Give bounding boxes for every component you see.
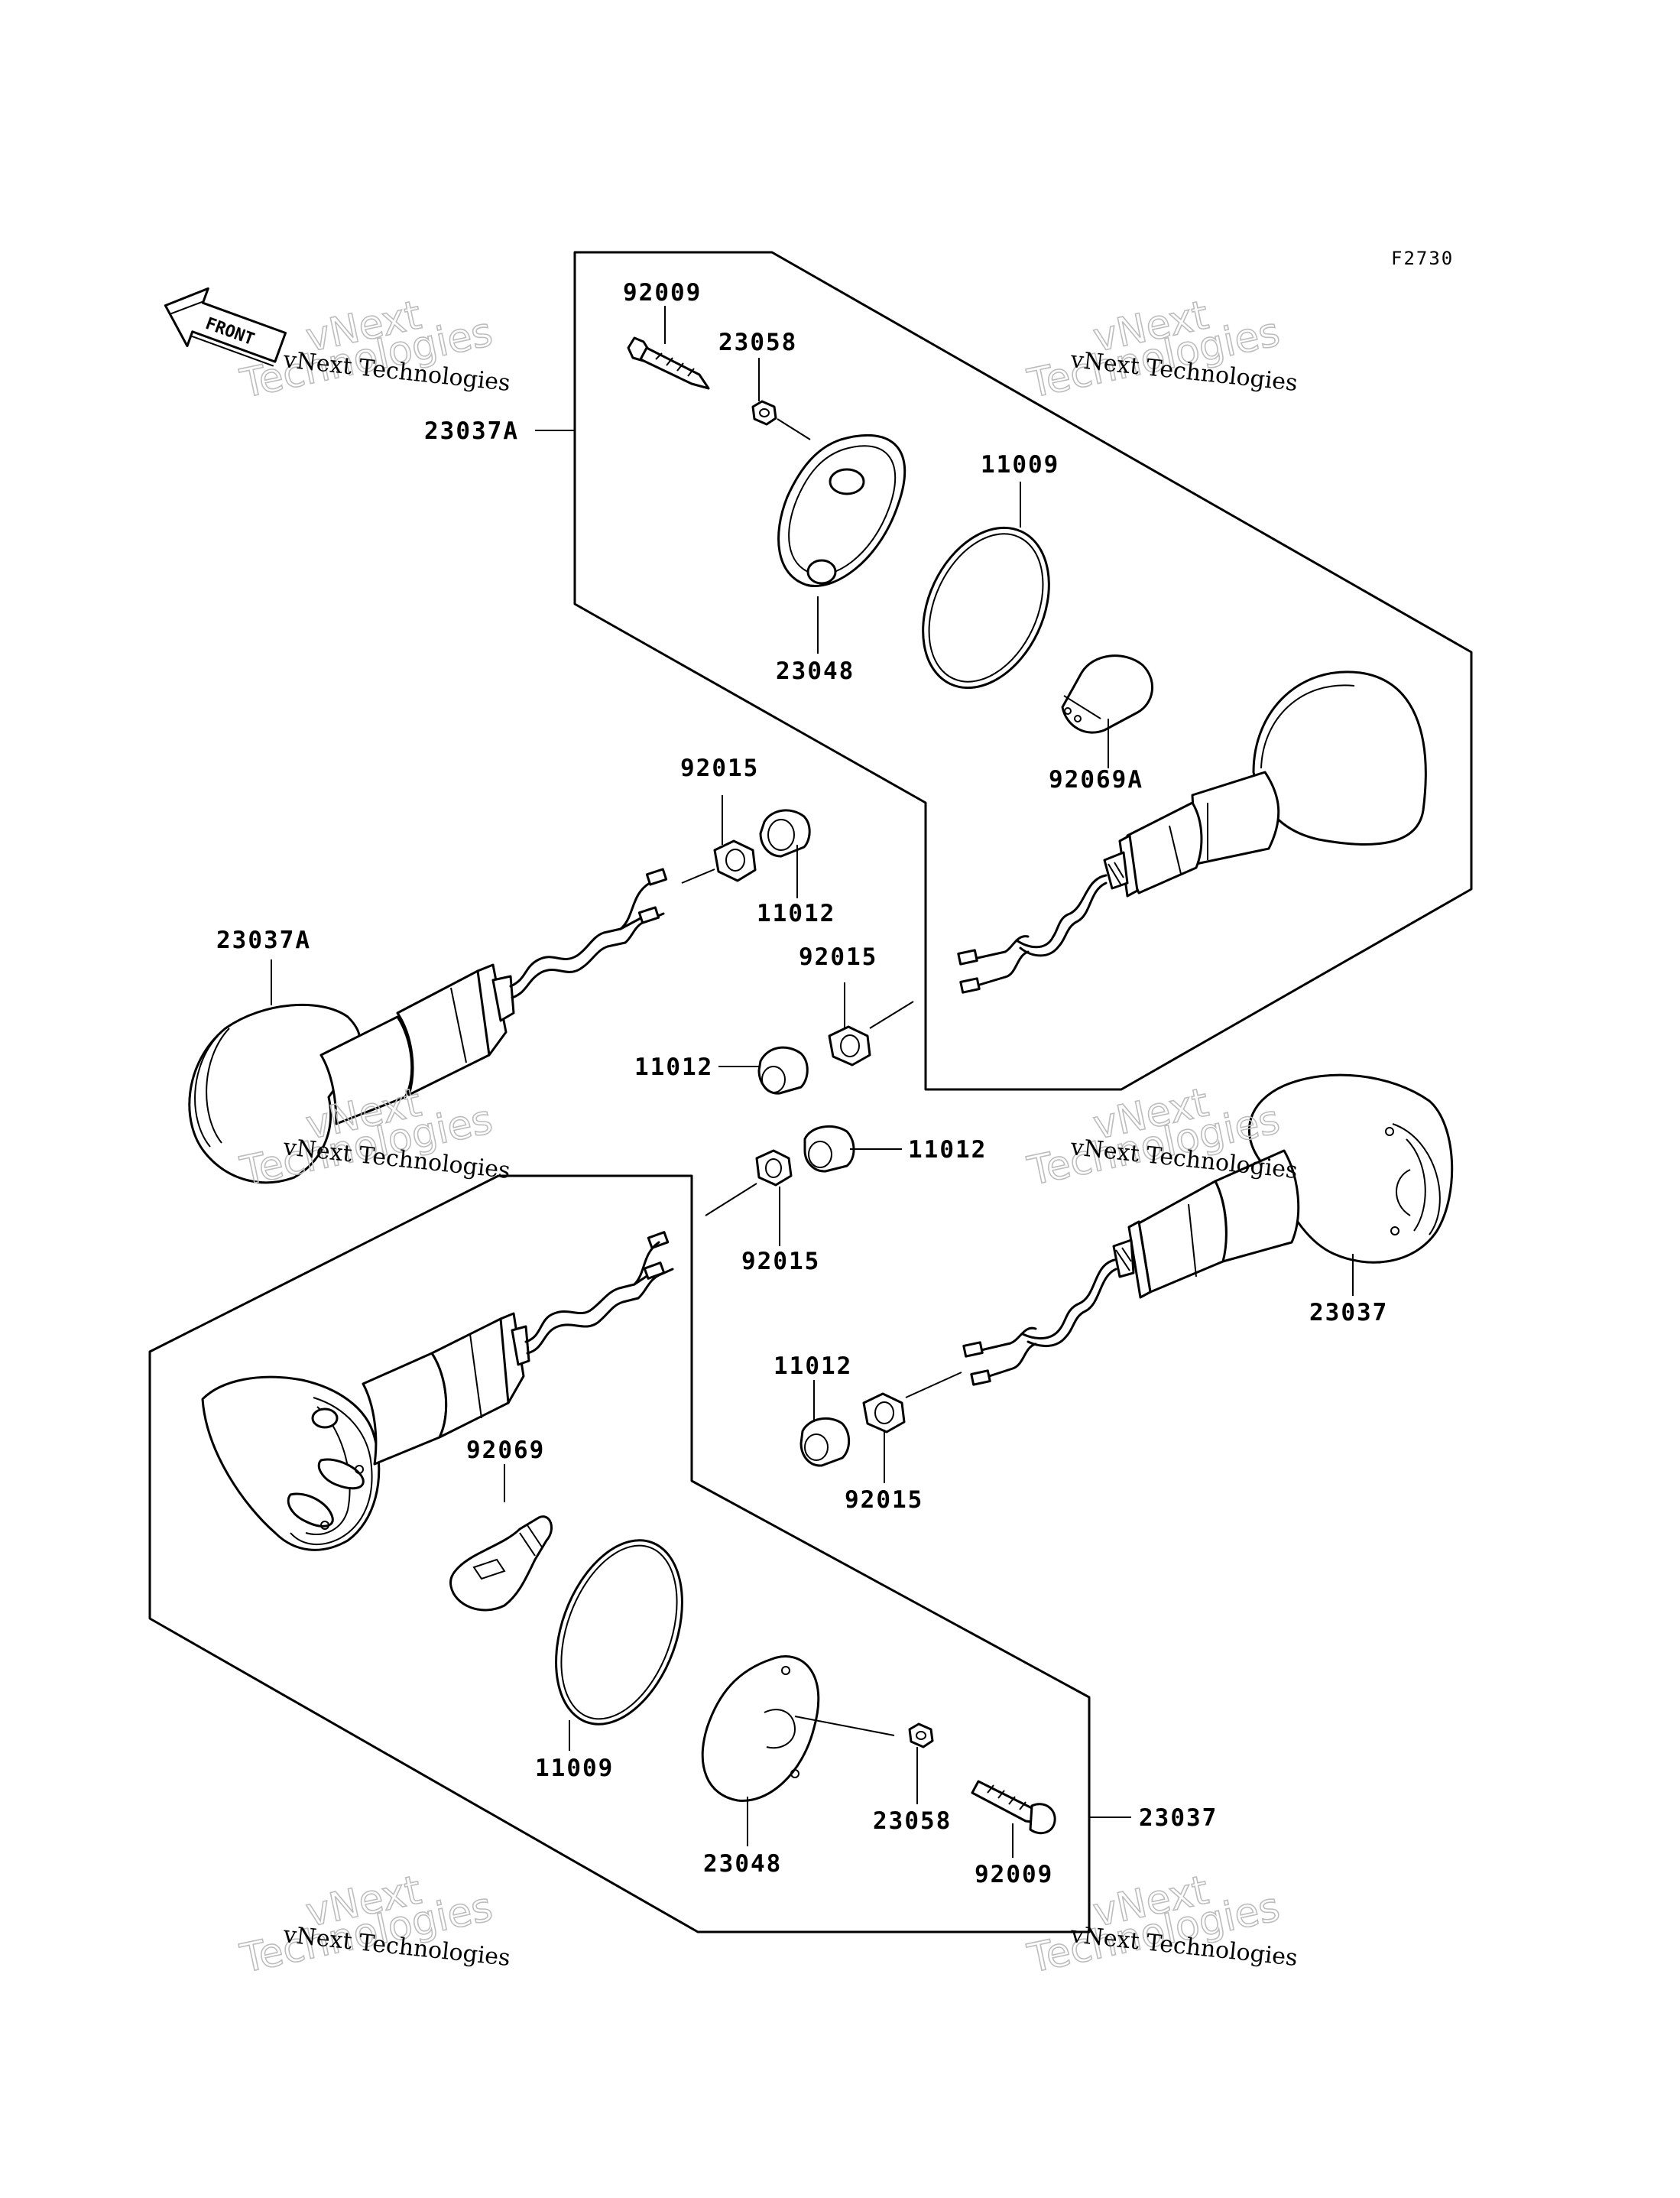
- callout-23037-bottom: 23037: [1139, 1804, 1218, 1832]
- assembly-outline-top: [573, 251, 1473, 1091]
- collar-nut-part-b: [828, 1025, 871, 1067]
- callout-92009-top: 92009: [623, 279, 702, 307]
- callout-92015-b: 92015: [799, 943, 877, 971]
- callout-92069: 92069: [466, 1437, 545, 1464]
- collar-nut-part-d: [862, 1392, 906, 1433]
- lens-part-bottom: [701, 1655, 820, 1802]
- callout-23037A-top: 23037A: [424, 417, 519, 445]
- nut-part-bottom: [908, 1722, 934, 1748]
- assembly-outline-bottom: [148, 1174, 1091, 1933]
- nut-part: [751, 400, 777, 426]
- callout-23048-bottom: 23048: [703, 1850, 782, 1878]
- watermark-4: vNext Technologies vNext Technologies: [1023, 1080, 1299, 1196]
- callout-labels: 92009 23058 23037A 11009 23048 92069A 92…: [216, 279, 1388, 1888]
- watermark-2: vNext Technologies vNext Technologies: [1023, 292, 1299, 408]
- callout-23058-bottom: 23058: [873, 1807, 952, 1835]
- turn-signal-middle-right: [962, 1073, 1454, 1386]
- callout-11012-a: 11012: [757, 900, 835, 927]
- turn-signal-upper-right: [957, 670, 1427, 994]
- screw-part-bottom: [971, 1780, 1056, 1835]
- collar-nut-part-a: [713, 839, 757, 882]
- callout-23048-top: 23048: [776, 657, 855, 685]
- callout-11012-b: 11012: [634, 1054, 713, 1081]
- callout-92069A: 92069A: [1049, 766, 1143, 794]
- watermark-5: vNext Technologies vNext Technologies: [235, 1867, 511, 1983]
- front-arrow-icon: FRONT: [164, 287, 287, 367]
- callout-11012-c: 11012: [908, 1136, 987, 1164]
- callout-11009-bottom: 11009: [535, 1755, 614, 1782]
- callout-23037-right: 23037: [1309, 1299, 1388, 1326]
- bulb-part-bottom: [449, 1515, 553, 1612]
- gasket-ring-part-bottom: [555, 1539, 683, 1726]
- collar-nut-part-c: [755, 1149, 793, 1187]
- bushing-part-c: [803, 1125, 855, 1173]
- callout-92015-c: 92015: [741, 1248, 820, 1275]
- turn-signal-middle-left: [188, 868, 668, 1184]
- turn-signal-housing-open: [201, 1231, 674, 1551]
- figure-code: F2730: [1391, 248, 1454, 269]
- bushing-part-d: [799, 1417, 851, 1467]
- lens-housing-part: [777, 434, 906, 587]
- bushing-part-b: [757, 1046, 809, 1095]
- callout-23037A-left: 23037A: [216, 927, 311, 954]
- screw-part: [627, 336, 710, 390]
- callout-23058-top: 23058: [718, 329, 797, 356]
- callout-11012-d: 11012: [774, 1352, 852, 1380]
- callout-92015-d: 92015: [845, 1486, 923, 1514]
- bulb-part: [1061, 654, 1154, 734]
- leader-lines: [271, 306, 1354, 1858]
- bushing-part-a: [759, 809, 811, 858]
- callout-92009-bottom: 92009: [975, 1861, 1053, 1888]
- callout-11009-top: 11009: [981, 451, 1059, 479]
- gasket-ring-part: [922, 526, 1050, 690]
- callout-92015-a: 92015: [680, 755, 759, 782]
- watermark-6: vNext Technologies vNext Technologies: [1023, 1867, 1299, 1983]
